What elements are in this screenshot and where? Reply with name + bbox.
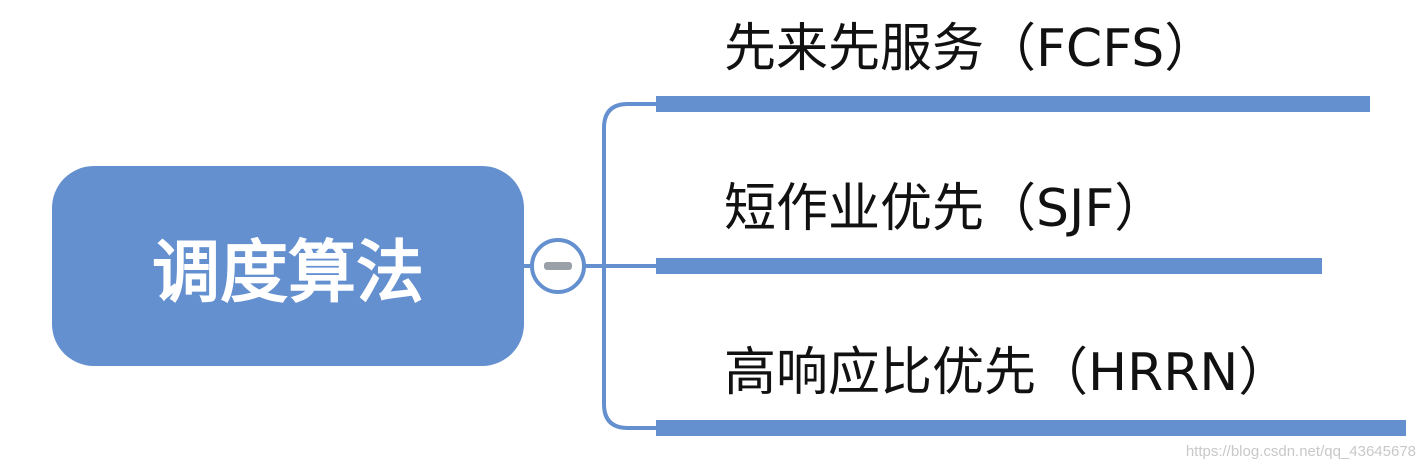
collapse-button[interactable] xyxy=(530,238,586,294)
branch-underline-fcfs xyxy=(656,96,1370,112)
branch-node-fcfs[interactable]: 先来先服务（FCFS） xyxy=(656,19,1370,112)
root-node[interactable]: 调度算法 xyxy=(52,166,524,366)
branch-node-hrrn[interactable]: 高响应比优先（HRRN） xyxy=(656,343,1406,436)
watermark: https://blog.csdn.net/qq_43645678 xyxy=(1185,443,1416,460)
branch-label-fcfs: 先来先服务（FCFS） xyxy=(724,19,1216,79)
branch-underline-hrrn xyxy=(656,420,1406,436)
branch-label-sjf: 短作业优先（SJF） xyxy=(724,179,1166,239)
branch-label-hrrn: 高响应比优先（HRRN） xyxy=(724,343,1290,403)
root-node-box xyxy=(52,166,524,366)
branch-underline-sjf xyxy=(656,258,1322,274)
minus-icon xyxy=(544,262,572,270)
branch-node-sjf[interactable]: 短作业优先（SJF） xyxy=(656,179,1322,274)
root-node-label: 调度算法 xyxy=(152,234,424,313)
